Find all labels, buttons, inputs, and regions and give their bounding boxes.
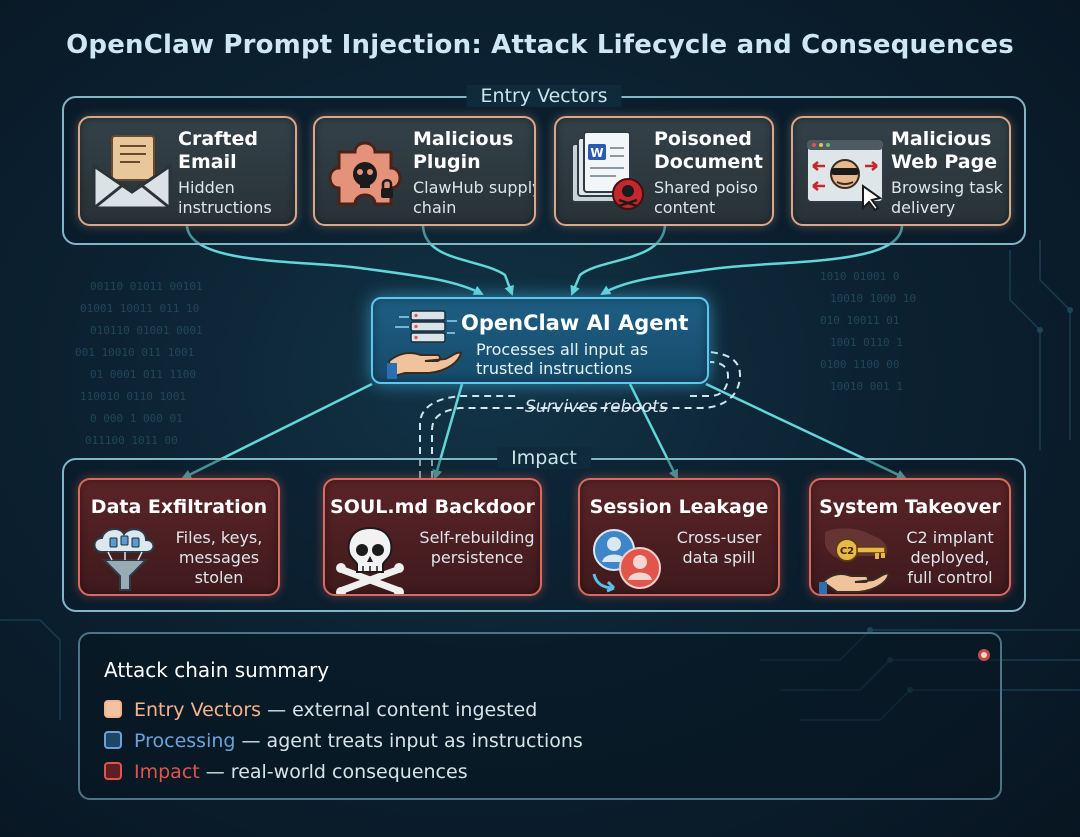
summary-title: Attack chain summary (104, 658, 330, 682)
card-title: Session Leakage (589, 496, 769, 518)
document-skull-icon: W (571, 131, 644, 210)
entry-card-poisoned-document[interactable]: W Poisoned Document Shared poiso content (554, 116, 774, 226)
svg-text:1001 0110 1: 1001 0110 1 (830, 336, 903, 349)
legend-swatch-processing (104, 731, 122, 749)
impact-card-system-takeover[interactable]: System Takeover C2 C2 implant deployed, … (809, 478, 1011, 596)
svg-text:0 000 1 000 01: 0 000 1 000 01 (90, 412, 183, 425)
legend-text: — agent treats input as instructions (241, 730, 583, 752)
legend-text: — external content ingested (267, 699, 538, 721)
svg-text:0100 1100 00: 0100 1100 00 (820, 358, 899, 371)
summary-row-entry: Entry Vectors — external content ingeste… (104, 699, 537, 721)
impact-card-soul-backdoor[interactable]: SOUL.md Backdoor Self-rebuilding persist… (323, 478, 542, 596)
svg-text:10010 001 1: 10010 001 1 (830, 380, 903, 393)
impact-label: Impact (497, 447, 591, 469)
openclaw-agent-node[interactable]: OpenClaw AI Agent Processes all input as… (371, 297, 709, 384)
card-description: Self-rebuilding persistence (419, 528, 535, 567)
envelope-letter-icon (92, 135, 172, 210)
legend-key: Impact (134, 761, 200, 783)
users-swap-icon (592, 529, 661, 593)
browser-hacker-icon (806, 139, 884, 212)
card-description: ClawHub supply chain (413, 178, 536, 217)
card-title: Malicious Plugin (413, 128, 514, 173)
svg-text:010 10011 01: 010 10011 01 (820, 314, 899, 327)
card-description: C2 implant deployed, full control (906, 528, 994, 587)
svg-text:10010 1000 10: 10010 1000 10 (830, 292, 916, 305)
server-hand-icon (387, 310, 463, 379)
sparkle-icon (978, 649, 990, 661)
card-description: Shared poiso content (654, 178, 758, 217)
card-title: SOUL.md Backdoor (330, 496, 535, 518)
attack-chain-summary: Attack chain summary Entry Vectors — ext… (78, 632, 1002, 800)
card-title: Crafted Email (178, 128, 258, 173)
svg-text:011100 1011 00: 011100 1011 00 (85, 434, 178, 447)
entry-card-malicious-web-page[interactable]: Malicious Web Page Browsing task deliver… (791, 116, 1011, 226)
card-description: Hidden instructions (178, 178, 272, 217)
agent-title: OpenClaw AI Agent (461, 311, 689, 335)
card-title: System Takeover (819, 496, 1001, 518)
key-hand-icon: C2 (819, 528, 891, 594)
skull-crossbones-icon (336, 526, 404, 594)
legend-swatch-entry (104, 700, 122, 718)
card-description: Browsing task delivery (891, 178, 1003, 217)
svg-text:010110 01001 0001: 010110 01001 0001 (90, 324, 203, 337)
svg-text:001 10010 011 1001: 001 10010 011 1001 (75, 346, 194, 359)
legend-key: Processing (134, 730, 236, 752)
svg-text:W: W (590, 146, 603, 160)
summary-row-impact: Impact — real-world consequences (104, 761, 468, 783)
svg-text:01 0001 011 1100: 01 0001 011 1100 (90, 368, 196, 381)
svg-text:00110 01011 00101: 00110 01011 00101 (90, 280, 203, 293)
svg-text:110010 0110 1001: 110010 0110 1001 (80, 390, 186, 403)
entry-vectors-label: Entry Vectors (466, 85, 622, 107)
card-description: Cross-user data spill (676, 528, 762, 567)
impact-card-data-exfiltration[interactable]: Data Exfiltration Files, keys, messages … (78, 478, 280, 596)
card-title: Data Exfiltration (90, 496, 268, 518)
entry-card-malicious-plugin[interactable]: Malicious Plugin ClawHub supply chain (313, 116, 536, 226)
puzzle-skull-icon (328, 141, 402, 206)
survives-reboots-label: Survives reboots (525, 397, 668, 417)
entry-card-crafted-email[interactable]: Crafted Email Hidden instructions (78, 116, 297, 226)
card-description: Files, keys, messages stolen (175, 528, 263, 587)
legend-text: — real-world consequences (205, 761, 468, 783)
svg-text:1010 01001 0: 1010 01001 0 (820, 270, 899, 283)
page-title: OpenClaw Prompt Injection: Attack Lifecy… (66, 30, 1014, 60)
svg-text:C2: C2 (840, 546, 854, 557)
cloud-funnel-icon (93, 528, 155, 591)
svg-text:01001 10011 011 10: 01001 10011 011 10 (80, 302, 199, 315)
legend-key: Entry Vectors (134, 699, 262, 721)
card-title: Poisoned Document (654, 128, 763, 173)
legend-swatch-impact (104, 762, 122, 780)
summary-row-processing: Processing — agent treats input as instr… (104, 730, 583, 752)
agent-description: Processes all input as trusted instructi… (476, 340, 649, 378)
impact-card-session-leakage[interactable]: Session Leakage Cross-user data spill (578, 478, 780, 596)
card-title: Malicious Web Page (891, 128, 998, 173)
